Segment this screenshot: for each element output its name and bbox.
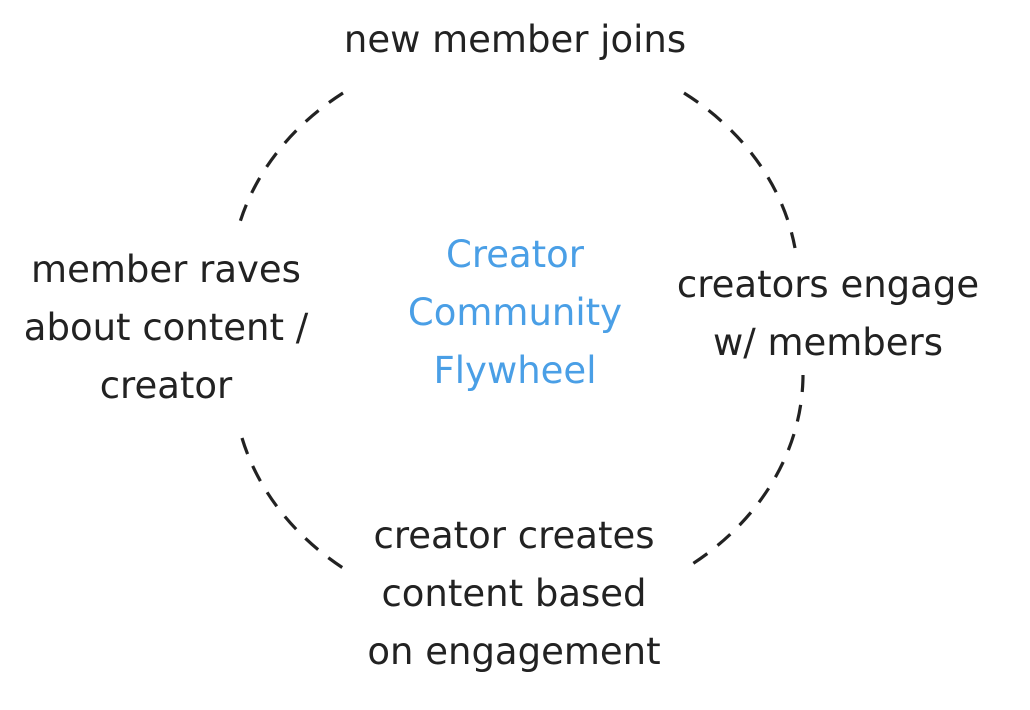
- node-bottom-label: creator creates content based on engagem…: [367, 514, 661, 673]
- ring-arc-top-right: [683, 91, 797, 249]
- node-top-label: new member joins: [343, 18, 687, 61]
- node-left-label: member raves about content / creator: [23, 248, 309, 407]
- ring-arc-bottom-left: [240, 437, 344, 570]
- center-title: Creator Community Flywheel: [407, 233, 623, 392]
- ring-arc-top-left: [238, 91, 344, 223]
- node-right-label: creators engage w/ members: [676, 263, 980, 364]
- ring-arc-bottom-right: [685, 374, 805, 570]
